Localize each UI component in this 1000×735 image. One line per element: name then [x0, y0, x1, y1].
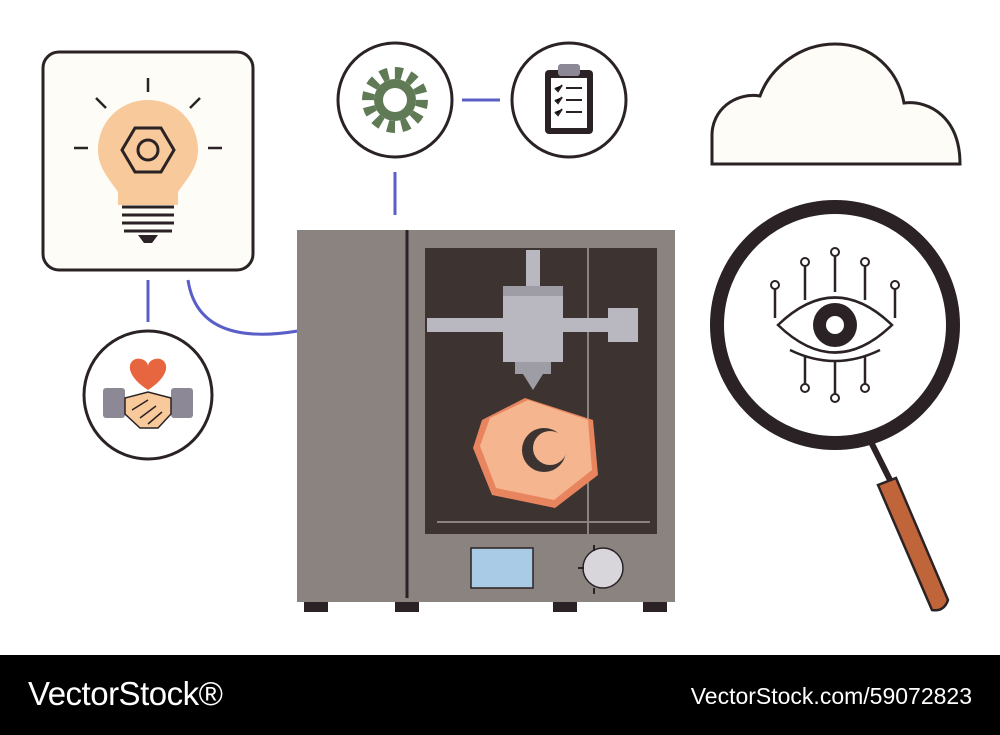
watermark-bar: VectorStock® VectorStock.com/59072823	[0, 655, 1000, 735]
cloud-icon	[710, 42, 962, 166]
vectorstock-logo: VectorStock®	[28, 675, 223, 712]
gear-icon	[336, 41, 454, 159]
handshake-icon	[82, 329, 214, 461]
3d-printer-icon	[297, 230, 675, 612]
lightbulb-icon	[41, 50, 255, 272]
clipboard-checklist-icon	[510, 41, 628, 159]
hex-nut-icon	[473, 398, 598, 508]
magnifier-eye-icon	[710, 200, 960, 612]
image-url: VectorStock.com/59072823	[690, 683, 972, 709]
illustration-svg	[41, 41, 962, 612]
